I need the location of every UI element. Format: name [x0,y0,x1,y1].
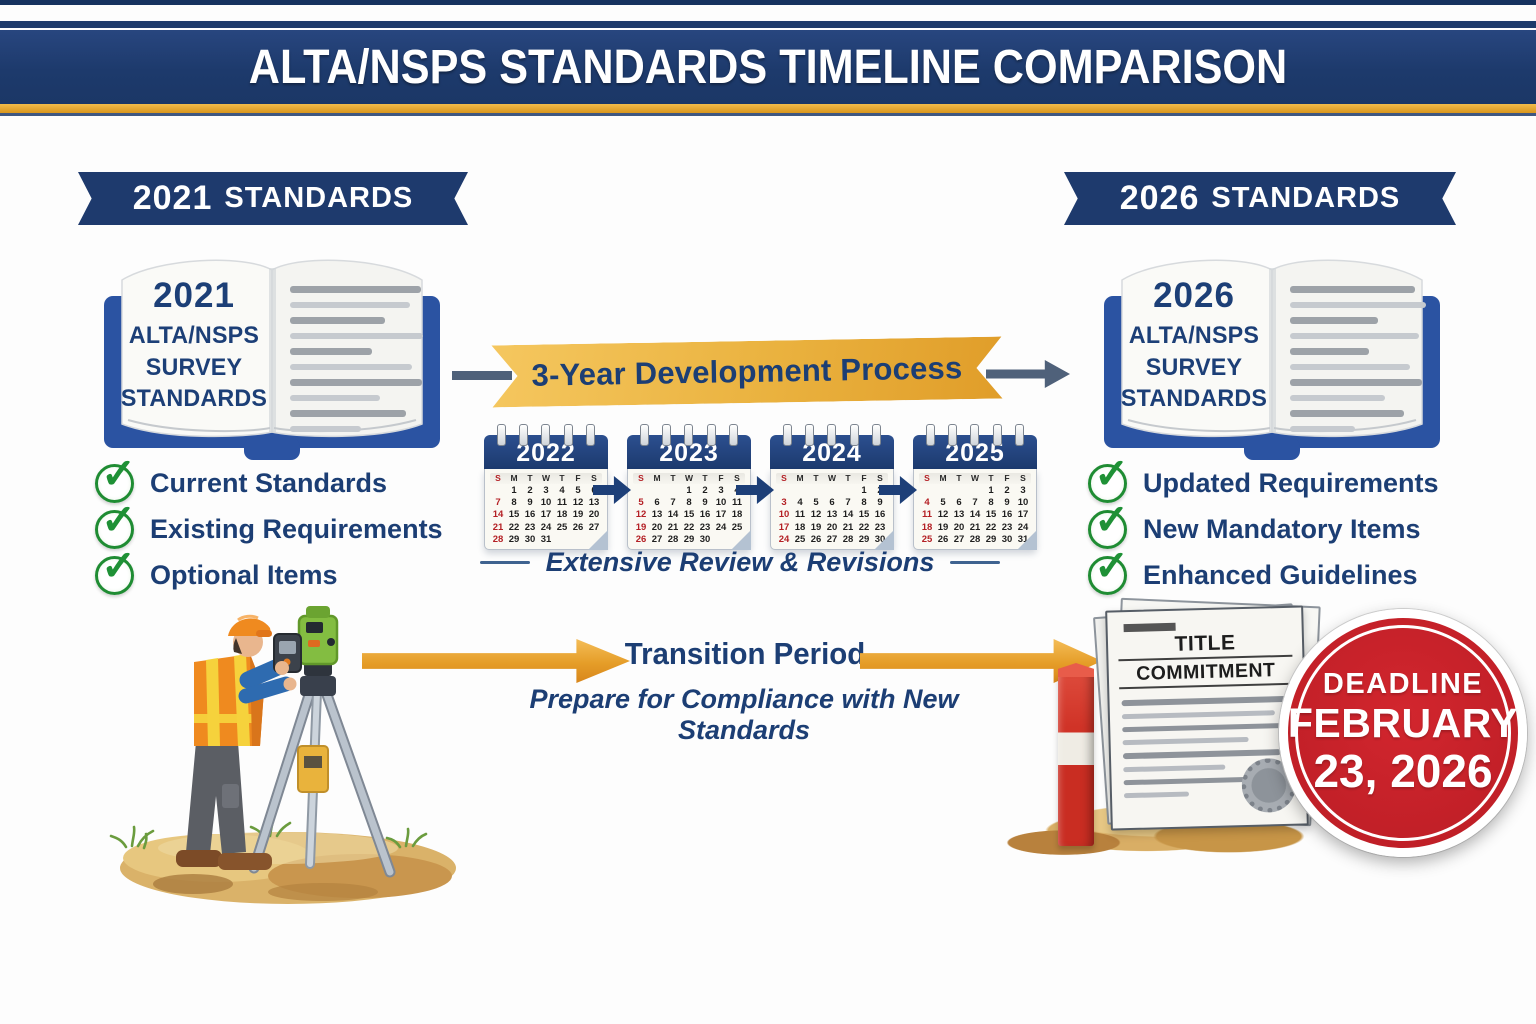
calendar-2023: 2023SMTWTFS12345678910111213141516171819… [627,424,751,550]
top-rule [0,21,1536,28]
paper-sheet-front: TITLE COMMITMENT [1105,605,1309,831]
calendar-body: SMTWTFS123456789101112131415161718192021… [770,469,894,550]
surveyor-illustration [109,606,456,904]
decorative-line [480,561,530,564]
binder-rings-icon [484,424,608,446]
header-underline [0,113,1536,116]
grass [109,817,428,850]
check-item: ✓ New Mandatory Items [1088,499,1439,549]
check-item: ✓ Enhanced Guidelines [1088,545,1439,595]
timeline-connector-left [452,371,512,380]
pants [186,742,246,854]
process-banner: 3-Year Development Process [491,337,1002,408]
doc-letterhead-bar [1123,622,1176,633]
page-fold-icon [874,529,894,550]
right-checklist: ✓ Updated Requirements ✓ New Mandatory Item… [1088,453,1439,604]
check-label: Current Standards [150,468,388,498]
book-cover-text: 2021 ALTA/NSPS SURVEY STANDARDS [118,276,270,415]
check-item: ✓ Updated Requirements [1088,453,1439,503]
left-checklist: ✓ Current Standards ✓ Existing Requirements… [95,453,443,604]
transition-subtitle: Prepare for Compliance with New Standard… [529,684,959,745]
check-label: Enhanced Guidelines [1143,560,1418,590]
check-icon: ✓ [1088,499,1129,549]
book-2026-standards: 2026 ALTA/NSPS SURVEY STANDARDS [1094,238,1450,470]
page-title: ALTA/NSPS STANDARDS TIMELINE COMPARISON [248,41,1288,94]
calendar-2022: 2022SMTWTFS12345678910111213141516171819… [484,424,608,550]
binder-rings-icon [770,424,894,446]
check-label: Existing Requirements [150,514,443,544]
ribbon-2026-standards: 2026 STANDARDS [1064,172,1456,225]
check-icon: ✓ [95,453,136,503]
check-icon: ✓ [1088,545,1129,595]
binder-rings-icon [627,424,751,446]
tripod [248,676,396,878]
deadline-label: DEADLINE [1322,668,1484,701]
ribbon-2021-standards: 2021 STANDARDS [78,172,468,225]
check-item: ✓ Existing Requirements [95,499,443,549]
book-year: 2021 [153,276,235,315]
deadline-badge: DEADLINE FEBRUARY 23, 2026 [1279,609,1527,857]
review-label-row: Extensive Review & Revisions [480,547,1000,578]
ribbon-year: 2026 [1119,179,1200,217]
decorative-line [950,561,1000,564]
ribbon-year: 2021 [132,179,213,217]
survey-marker-post [1058,674,1094,846]
check-item: ✓ Optional Items [95,545,443,595]
page-fold-icon [731,529,751,550]
ribbon-label: STANDARDS [224,182,414,214]
check-item: ✓ Current Standards [95,453,443,503]
calendar-body: SMTWTFS123456789101112131415161718192021… [627,469,751,550]
ribbon-label: STANDARDS [1211,182,1401,214]
page-fold-icon [1017,529,1037,550]
process-banner-label: 3-Year Development Process [531,350,963,393]
deadline-month: FEBRUARY [1287,700,1519,747]
check-icon: ✓ [1088,453,1129,503]
check-label: New Mandatory Items [1143,514,1421,544]
boot [176,850,222,867]
review-label: Extensive Review & Revisions [545,547,935,577]
gold-stripe [0,104,1536,113]
book-year: 2026 [1153,276,1235,315]
check-label: Updated Requirements [1143,468,1439,498]
doc-title-line2: COMMITMENT [1118,658,1294,690]
header-banner: ALTA/NSPS STANDARDS TIMELINE COMPARISON [0,30,1536,104]
deadline-day-year: 23, 2026 [1313,745,1493,798]
top-hairline [0,0,1536,5]
transition-title: Transition Period [624,636,866,671]
timeline-arrow-right [986,360,1070,388]
book-cover-text: 2026 ALTA/NSPS SURVEY STANDARDS [1118,276,1270,415]
check-icon: ✓ [95,499,136,549]
surveyor-person [176,614,302,870]
boot [218,853,272,870]
total-station [297,606,339,676]
check-icon: ✓ [95,545,136,595]
book-page-lines [1290,286,1426,432]
binder-rings-icon [913,424,1037,446]
calendar-2024: 2024SMTWTFS12345678910111213141516171819… [770,424,894,550]
page-fold-icon [588,529,608,550]
check-label: Optional Items [150,560,338,590]
book-2021-standards: 2021 ALTA/NSPS SURVEY STANDARDS [94,238,450,470]
book-page-lines [290,286,426,432]
arm [238,676,294,704]
doc-title-line1: TITLE [1117,629,1293,662]
calendar-body: SMTWTFS123456789101112131415161718192021… [484,469,608,550]
